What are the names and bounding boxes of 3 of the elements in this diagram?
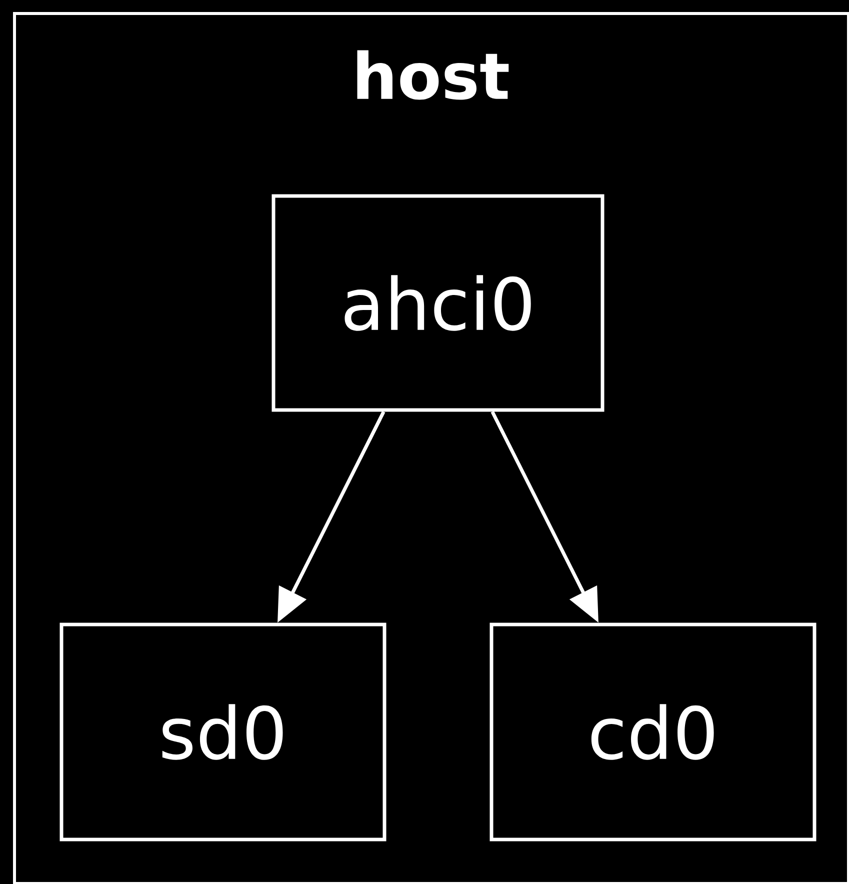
- process-box: ahci0: [272, 194, 604, 412]
- process-box: sd0: [60, 622, 386, 842]
- process-box: cd0: [490, 622, 816, 842]
